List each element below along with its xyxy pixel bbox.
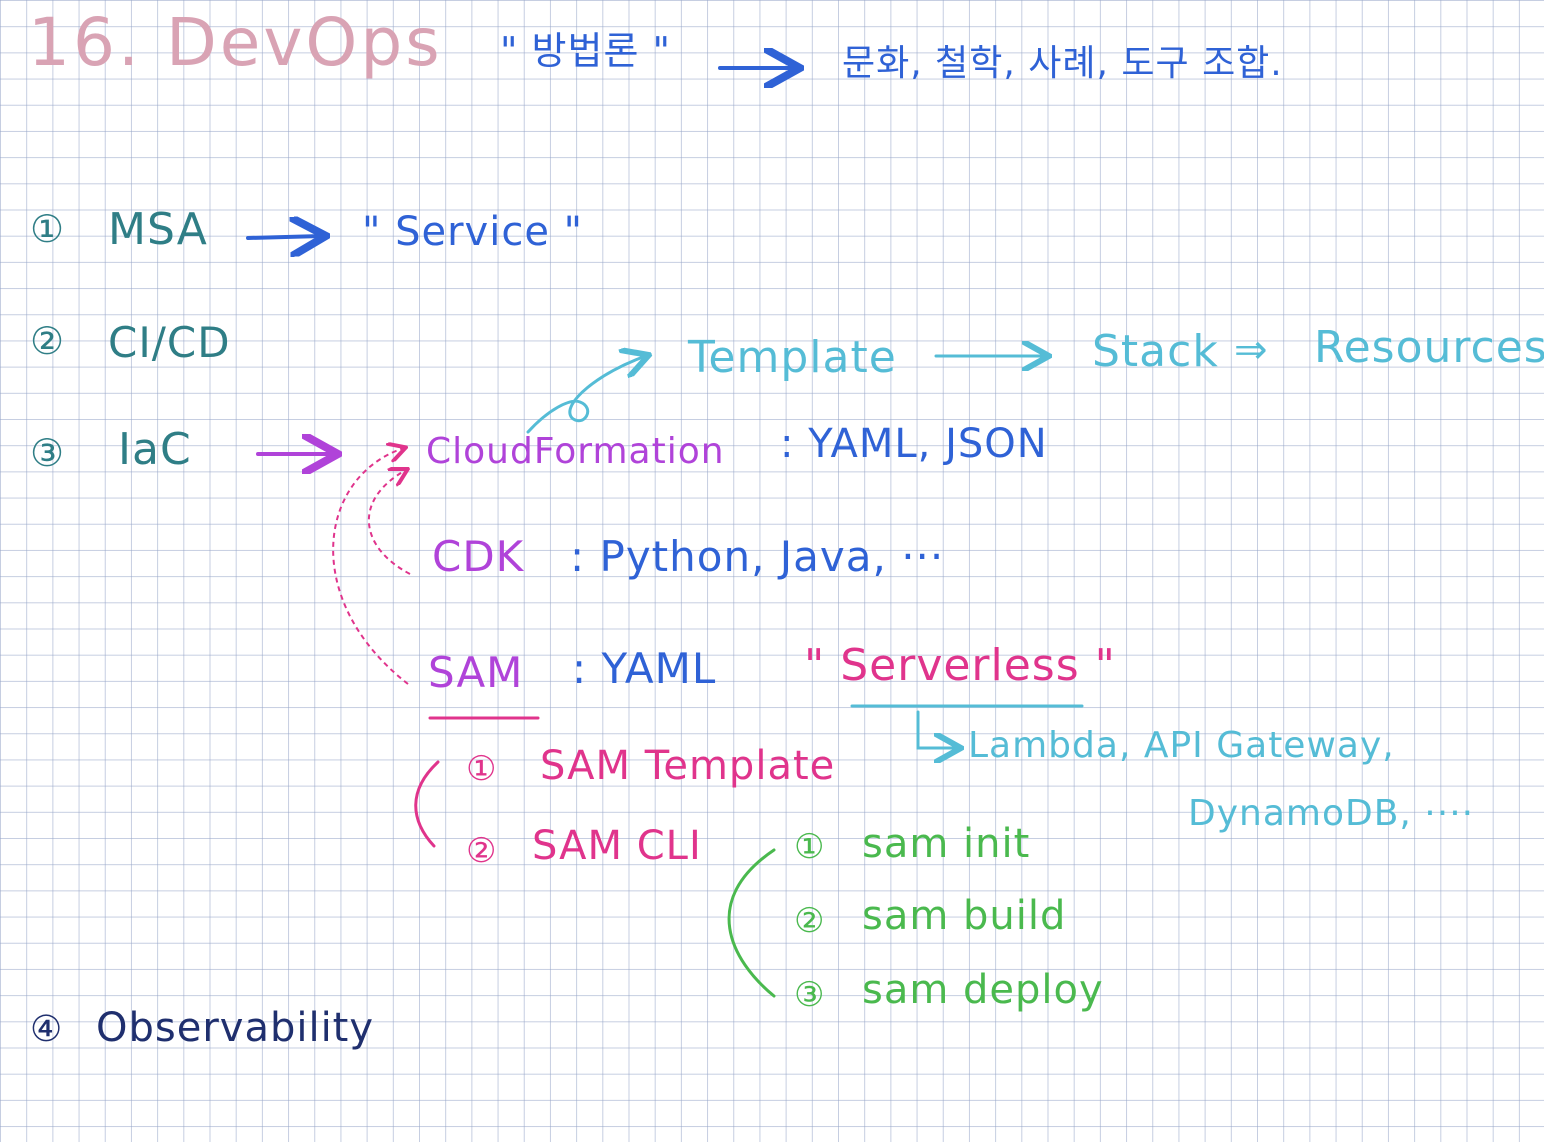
item-label-iac: IaC (118, 424, 192, 475)
cloudformation-template-arrow (526, 356, 646, 434)
cdk-languages: : Python, Java, ··· (570, 532, 945, 581)
cloudformation-label: CloudFormation (426, 431, 725, 472)
msa-target: " Service " (362, 209, 584, 255)
sam-command-marker-2: ② (794, 901, 826, 941)
methodology-result: 문화, 철학, 사례, 도구 조합. (842, 43, 1283, 84)
sam-command-marker-3: ③ (794, 975, 826, 1015)
item-marker-cicd: ② (30, 319, 66, 363)
msa-arrow (246, 236, 322, 238)
resources-label: Resources (1314, 322, 1544, 373)
item-label-cicd: CI/CD (108, 318, 231, 367)
template-label: Template (688, 332, 897, 383)
methodology-quote: " 방법론 " (500, 29, 671, 73)
sam-command-marker-1: ① (794, 827, 826, 867)
item-marker-iac: ③ (30, 431, 66, 475)
sam-format: : YAML (572, 644, 717, 693)
item-marker-msa: ① (30, 207, 66, 251)
cdk-to-cloudformation-arrow (367, 470, 410, 575)
sam-parts-bracket (414, 760, 440, 848)
cdk-label: CDK (432, 532, 525, 581)
item-label-observability: Observability (96, 1005, 375, 1051)
sam-part-label-2: SAM CLI (532, 823, 702, 869)
implies-arrow: ⇒ (1234, 327, 1269, 373)
sam-to-cloudformation-arrow (332, 448, 408, 685)
sam-command-init: sam init (862, 821, 1031, 867)
page-title: 16. DevOps (28, 4, 443, 81)
sam-part-label-1: SAM Template (540, 743, 836, 789)
item-label-msa: MSA (108, 204, 208, 255)
sam-command-build: sam build (862, 893, 1067, 939)
cloudformation-formats: : YAML, JSON (780, 421, 1048, 467)
serverless-services-line1: Lambda, API Gateway, (968, 725, 1395, 766)
item-marker-observability: ④ (30, 1009, 64, 1050)
sam-command-deploy: sam deploy (862, 967, 1104, 1013)
sam-part-marker-2: ② (466, 831, 498, 871)
serverless-services-line2: DynamoDB, ···· (1188, 793, 1475, 834)
sam-part-marker-1: ① (466, 749, 498, 789)
sam-cli-bracket (727, 848, 776, 998)
stack-label: Stack (1092, 326, 1219, 377)
serverless-label: " Serverless " (804, 640, 1116, 691)
serverless-services-arrow (916, 710, 958, 748)
sam-label: SAM (428, 648, 524, 697)
